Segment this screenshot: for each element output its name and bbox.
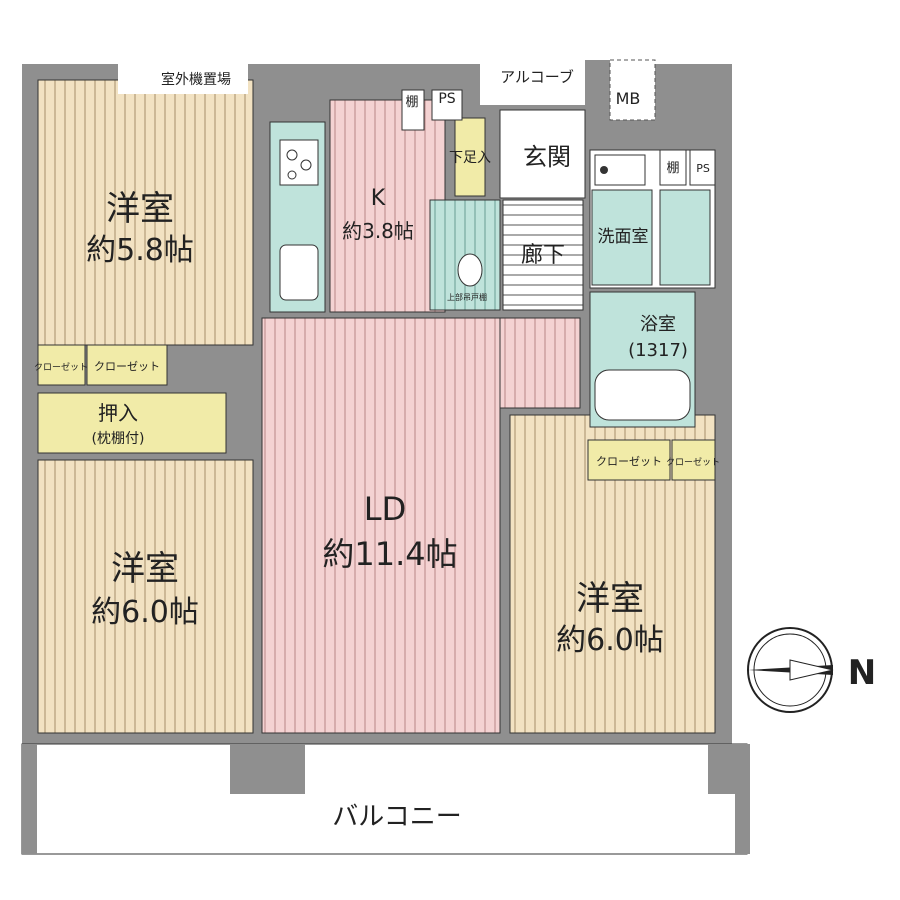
ld-extension xyxy=(499,317,581,409)
entrance-name: 玄関 xyxy=(523,143,571,171)
shoe-closet xyxy=(454,117,486,197)
washer-area xyxy=(659,189,711,286)
western-room-1-size: 約5.8帖 xyxy=(86,233,194,268)
western-room-1-name: 洋室 xyxy=(106,189,174,229)
mb xyxy=(609,59,656,121)
alcove-label: アルコーブ xyxy=(500,68,574,86)
bathtub-icon xyxy=(594,369,691,421)
entrance-floor xyxy=(499,109,586,199)
closet-small-left-label: クローゼット xyxy=(34,361,88,373)
room-floors xyxy=(37,59,716,734)
oshiire-label: 押入 xyxy=(98,401,138,425)
outdoor-unit-area xyxy=(118,64,248,94)
shelf-label-top: 棚 xyxy=(405,95,418,110)
ps-label-right: PS xyxy=(696,162,710,175)
north-arrow-icon xyxy=(747,627,834,713)
bath-size: (1317) xyxy=(628,340,688,361)
washroom-vanity xyxy=(591,189,653,286)
western-room-2-name: 洋室 xyxy=(111,549,179,589)
ps-label-top: PS xyxy=(438,91,455,107)
oshiire-note: (枕棚付) xyxy=(92,431,145,447)
toilet-icon xyxy=(457,253,483,287)
western-room-3-size: 約6.0帖 xyxy=(556,623,664,658)
shelf-right xyxy=(659,149,687,186)
ld-size: 約11.4帖 xyxy=(322,535,457,573)
western-room-2-size: 約6.0帖 xyxy=(91,595,199,630)
shoe-closet-name: 下足入 xyxy=(449,150,491,166)
closet-small-right xyxy=(671,439,716,481)
washroom-name: 洗面室 xyxy=(598,227,649,247)
ps-top xyxy=(431,89,463,121)
hallway-floor xyxy=(502,199,584,311)
balcony xyxy=(21,743,750,855)
kitchen-name: K xyxy=(371,186,386,211)
closet-left xyxy=(86,344,168,386)
bath-name: 浴室 xyxy=(640,314,676,335)
western-room-1-floor xyxy=(37,79,254,346)
upper-cabinet-label: 上部吊戸棚 xyxy=(447,292,487,302)
closet-small-left xyxy=(37,344,86,386)
closet-right xyxy=(587,439,671,481)
mb-label: MB xyxy=(616,89,641,108)
sink-icon xyxy=(279,244,319,301)
kitchen-size: 約3.8帖 xyxy=(342,219,414,243)
ld-floor xyxy=(261,317,501,734)
hallway-name: 廊下 xyxy=(521,243,565,268)
shelf-top xyxy=(401,89,425,131)
kitchen-floor xyxy=(329,99,446,313)
stove-icon xyxy=(279,139,319,186)
ps-right xyxy=(689,149,716,186)
oshiire-area xyxy=(37,392,227,454)
outdoor-unit-label: 室外機置場 xyxy=(161,71,231,88)
alcove xyxy=(480,60,585,105)
closet-left-label: クローゼット xyxy=(94,360,160,373)
western-room-3-name: 洋室 xyxy=(576,579,644,619)
ld-name: LD xyxy=(364,490,406,528)
balcony-label: バルコニー xyxy=(332,802,461,832)
north-label: N xyxy=(848,653,876,693)
shelf-label-right: 棚 xyxy=(666,161,679,176)
washer-icon xyxy=(594,154,646,186)
closet-right-label: クローゼット xyxy=(596,455,662,468)
western-room-2-floor xyxy=(37,459,254,734)
closet-small-right-label: クローゼット xyxy=(666,456,720,468)
